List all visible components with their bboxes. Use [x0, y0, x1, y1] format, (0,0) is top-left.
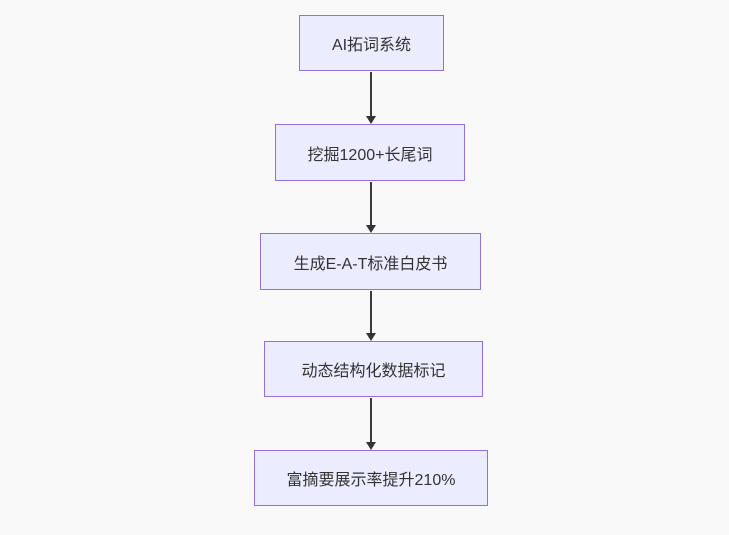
- flow-node-label: 挖掘1200+长尾词: [307, 146, 433, 164]
- down-arrow-icon: [366, 398, 376, 450]
- down-arrow-icon: [366, 72, 376, 124]
- flow-node-structured-data: 动态结构化数据标记: [264, 341, 483, 397]
- flow-node-label: AI拓词系统: [331, 37, 412, 54]
- flow-node-label: 动态结构化数据标记: [301, 363, 446, 380]
- flow-node-longtail-mining: 挖掘1200+长尾词: [275, 124, 465, 181]
- down-arrow-icon: [366, 291, 376, 341]
- flow-node-label: 生成E-A-T标准白皮书: [293, 255, 448, 273]
- flow-node-rich-snippet-result: 富摘要展示率提升210%: [254, 450, 488, 506]
- flow-node-eat-whitepaper: 生成E-A-T标准白皮书: [260, 233, 481, 290]
- down-arrow-icon: [366, 182, 376, 233]
- flow-node-label: 富摘要展示率提升210%: [286, 472, 456, 489]
- flow-node-ai-word-expansion: AI拓词系统: [299, 15, 444, 71]
